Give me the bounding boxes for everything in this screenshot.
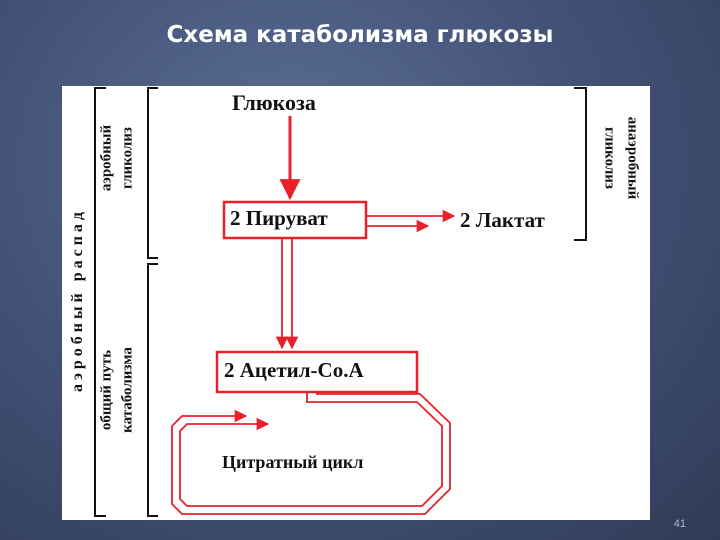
citrate-cycle-loop-inner [171,392,451,515]
lactate-label: 2 Лактат [460,208,545,232]
label-common-pathway-2: катаболизма [119,347,136,433]
label-anaerobic-glycolysis-1: анаэробный [624,116,641,200]
label-common-pathway-1: общий путь [98,349,115,431]
citrate-cycle-loop-outer [179,392,443,507]
bracket-anaerobic-glycolysis [574,87,587,241]
page-number: 41 [673,518,686,530]
acetyl-coa-label: 2 Ацетил-Со.А [224,358,364,382]
citrate-cycle-label: Цитратный цикл [222,452,364,472]
diagram-graphics [94,87,587,517]
glucose-label: Глюкоза [232,90,316,115]
pyruvate-label: 2 Пируват [230,206,328,230]
bracket-aerobic-glycolysis [147,87,158,259]
pyruvate-box [222,200,368,240]
label-aerobic-breakdown: а э р о б н ы й р а с п а д [69,211,86,393]
label-anaerobic-glycolysis-2: гликолиз [601,127,618,189]
bracket-common-pathway [147,263,158,517]
label-aerobic-glycolysis-2: гликолиз [119,127,136,189]
slide-title: Схема катаболизма глюкозы [166,22,554,48]
label-aerobic-glycolysis-1: аэробный [98,124,115,192]
bracket-aerobic-breakdown [94,87,106,517]
diagram-panel: Глюкоза 2 Пируват 2 Лактат 2 Ацетил-Со.А… [62,86,650,520]
